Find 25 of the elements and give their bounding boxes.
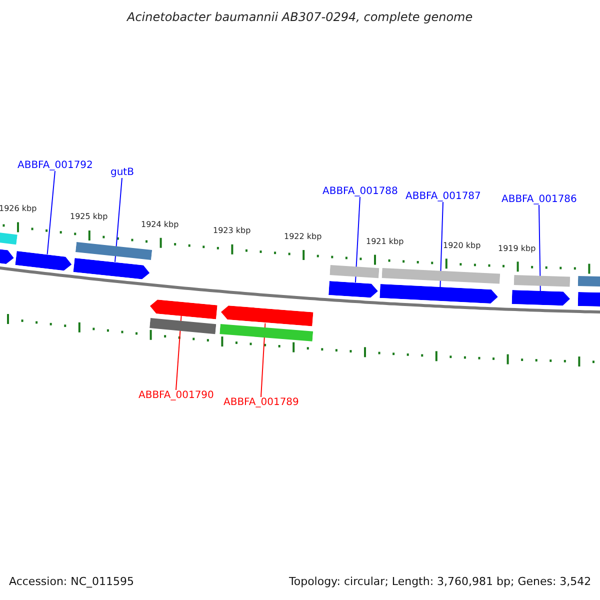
scale-label: 1925 kbp	[70, 212, 108, 222]
scale-label: 1924 kbp	[141, 220, 179, 229]
gene-label: ABBFA_001788	[322, 186, 398, 197]
gene-label: ABBFA_001790	[138, 390, 214, 401]
leader-line	[176, 316, 182, 390]
genome-summary-text: Topology: circular; Length: 3,760,981 bp; Genes: 3,542	[289, 575, 592, 588]
leader-line	[46, 170, 56, 255]
leader-line	[538, 204, 541, 292]
scale-label: 1921 kbp	[366, 237, 404, 246]
scale-label: 1923 kbp	[213, 226, 251, 236]
leader-line	[440, 202, 444, 288]
gene-label: ABBFA_001786	[502, 194, 577, 205]
leader-line	[260, 322, 266, 398]
scale-label: 1926 kbp	[0, 204, 37, 214]
scale-label: 1920 kbp	[443, 241, 481, 250]
gene-label: ABBFA_001792	[18, 160, 93, 171]
gene-label: ABBFA_001787	[406, 191, 481, 202]
scale-label: 1922 kbp	[284, 232, 322, 241]
gene-label: gutB	[110, 167, 134, 178]
scale-label: 1919 kbp	[498, 244, 536, 253]
accession-text: Accession: NC_011595	[9, 575, 134, 588]
leader-line	[354, 196, 360, 283]
gene-label: ABBFA_001789	[224, 397, 299, 408]
genome-title: Acinetobacter baumannii AB307-0294, complete genome	[127, 10, 473, 24]
leader-line	[114, 178, 122, 262]
